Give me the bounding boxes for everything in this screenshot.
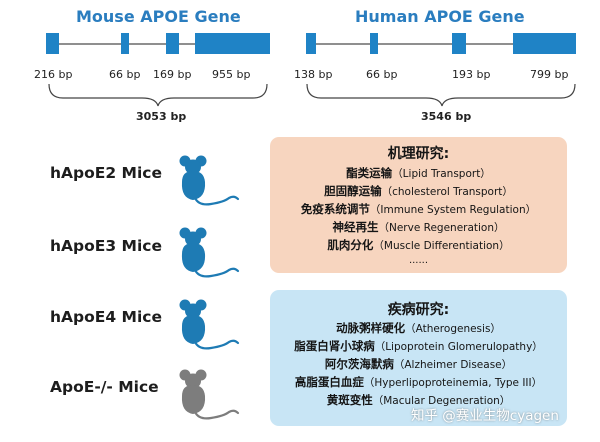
human-exon-3	[452, 33, 466, 54]
disease-item: 高脂蛋白血症（Hyperlipoproteinemia, Type III）	[270, 374, 567, 390]
human-segment-label: 138 bp	[294, 68, 333, 81]
disease-item-zh: 黄斑变性	[326, 393, 373, 407]
disease-item: 脂蛋白肾小球病（Lipoprotein Glomerulopathy）	[270, 338, 567, 354]
mouse-segment-label: 169 bp	[153, 68, 192, 81]
human-segment-label: 193 bp	[452, 68, 491, 81]
disease-item: 阿尔茨海默病（Alzheimer Disease）	[270, 356, 567, 372]
human-exon-4	[513, 33, 576, 54]
mouse-icon	[179, 369, 240, 420]
disease-panel: 疾病研究: 动脉粥样硬化（Atherogenesis） 脂蛋白肾小球病（Lipo…	[270, 290, 567, 426]
human-segment-label: 66 bp	[366, 68, 398, 81]
human-gene-line	[306, 43, 576, 45]
disease-item-en: （Atherogenesis）	[405, 323, 501, 335]
mechanism-item-en: （Muscle Differentiation）	[373, 240, 510, 252]
mouse-exon-4	[195, 33, 270, 54]
mouse-label-hapoe4: hApoE4 Mice	[50, 308, 162, 326]
mouse-gene-title: Mouse APOE Gene	[76, 7, 241, 26]
disease-item-en: （Hyperlipoproteinemia, Type III）	[363, 377, 543, 389]
human-exon-2	[370, 33, 378, 54]
mouse-label-apoe-ko: ApoE-/- Mice	[50, 378, 159, 396]
mechanism-item-en: （Lipid Transport）	[392, 168, 491, 180]
human-gene-total: 3546 bp	[421, 110, 472, 123]
disease-item-zh: 高脂蛋白血症	[294, 375, 364, 389]
disease-item-en: （Macular Degeneration）	[372, 395, 511, 407]
disease-item-en: （Alzheimer Disease）	[393, 359, 513, 371]
human-gene-title: Human APOE Gene	[355, 7, 525, 26]
mouse-icon	[179, 227, 240, 278]
disease-item: 黄斑变性（Macular Degeneration）	[270, 392, 567, 408]
mouse-icon	[179, 299, 240, 350]
mouse-exon-2	[121, 33, 129, 54]
disease-item-en: （Lipoprotein Glomerulopathy）	[374, 341, 543, 353]
mouse-segment-label: 216 bp	[34, 68, 73, 81]
mouse-label-hapoe3: hApoE3 Mice	[50, 237, 162, 255]
mechanism-item: 肌肉分化（Muscle Differentiation）	[270, 237, 567, 253]
mechanism-title: 机理研究:	[387, 146, 450, 162]
mechanism-item-en: （Nerve Regeneration）	[378, 222, 505, 234]
human-segment-label: 799 bp	[530, 68, 569, 81]
disease-item: 动脉粥样硬化（Atherogenesis）	[270, 320, 567, 336]
mouse-icon	[179, 155, 240, 206]
mechanism-item-zh: 免疫系统调节	[300, 202, 370, 216]
mouse-segment-label: 955 bp	[212, 68, 251, 81]
disease-item-zh: 阿尔茨海默病	[324, 357, 394, 371]
mechanism-item-zh: 酯类运输	[346, 166, 393, 180]
disease-title: 疾病研究:	[387, 302, 450, 318]
mouse-gene-line	[46, 43, 270, 45]
mechanism-item-en: （cholesterol Transport）	[381, 186, 513, 198]
mouse-label-hapoe2: hApoE2 Mice	[50, 164, 162, 182]
watermark: 知乎 @赛业生物cyagen	[411, 408, 559, 424]
disease-item-zh: 动脉粥样硬化	[336, 321, 406, 335]
mouse-segment-label: 66 bp	[109, 68, 141, 81]
mechanism-item-zh: 神经再生	[332, 220, 379, 234]
mechanism-item: 酯类运输（Lipid Transport）	[270, 165, 567, 181]
mechanism-item: 胆固醇运输（cholesterol Transport）	[270, 183, 567, 199]
mechanism-panel: 机理研究: 酯类运输（Lipid Transport） 胆固醇运输（choles…	[270, 137, 567, 273]
mouse-exon-3	[166, 33, 179, 54]
mechanism-item-zh: 肌肉分化	[327, 238, 374, 252]
mechanism-ellipsis: ......	[408, 255, 429, 266]
mechanism-item-en: （Immune System Regulation）	[369, 204, 537, 216]
disease-item-zh: 脂蛋白肾小球病	[294, 339, 375, 353]
mechanism-item-zh: 胆固醇运输	[324, 184, 382, 198]
human-exon-1	[306, 33, 316, 54]
mechanism-item: 免疫系统调节（Immune System Regulation）	[270, 201, 567, 217]
mouse-gene-total: 3053 bp	[136, 110, 187, 123]
mechanism-item: 神经再生（Nerve Regeneration）	[270, 219, 567, 235]
mouse-exon-1	[46, 33, 59, 54]
